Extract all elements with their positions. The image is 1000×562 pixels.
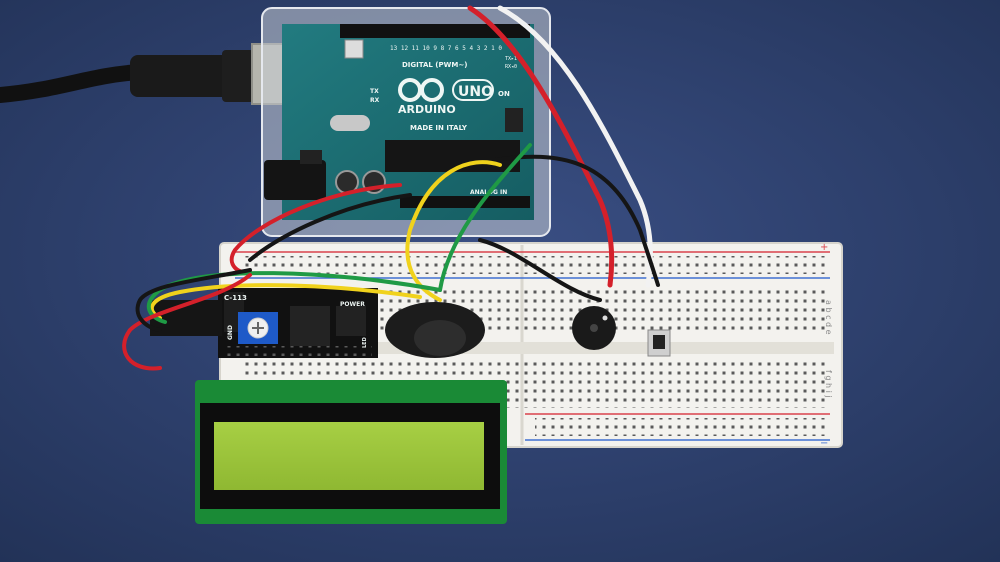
atmega-chip <box>385 140 520 172</box>
green-wire <box>438 143 532 292</box>
red-wire <box>467 5 615 288</box>
digital-label: DIGITAL (PWM~) <box>402 61 467 69</box>
analog-header <box>400 196 530 208</box>
made-in-label: MADE IN ITALY <box>410 124 468 132</box>
tx-arrow: TX▸1 <box>505 56 517 62</box>
i2c-lcd-module: C-113 POWER LED GND <box>218 288 378 358</box>
row-letters-top: a b c d e <box>824 300 833 335</box>
board-model: UNO <box>458 84 493 100</box>
center-channel <box>228 342 834 354</box>
cr-battery-holder <box>385 302 485 358</box>
row-letters-bottom: f g h i j <box>824 370 833 398</box>
led-label: LED <box>362 337 368 348</box>
lcd-16x2-display <box>195 380 507 524</box>
plus-sign: + <box>820 242 828 253</box>
part-label: C-113 <box>224 294 247 302</box>
dc-power-jack <box>264 160 326 200</box>
lcd-screen <box>214 422 484 490</box>
board-brand: ARDUINO <box>398 103 456 116</box>
rx-label: RX <box>370 97 380 104</box>
digital-header <box>340 24 530 38</box>
power-label: POWER <box>340 301 365 308</box>
wires <box>122 5 660 371</box>
piezo-buzzer-icon <box>572 306 616 350</box>
pin-numbers: 13 12 11 10 9 8 7 6 5 4 3 2 1 0 <box>390 45 502 52</box>
arduino-infinity-logo-icon <box>398 78 444 102</box>
minus-sign: − <box>820 438 828 449</box>
pcf8574-chip <box>290 306 330 346</box>
crystal <box>330 115 370 131</box>
gnd-label: GND <box>227 325 234 340</box>
rx-arrow: RX◂0 <box>505 64 517 70</box>
tactile-push-button-icon <box>647 329 671 357</box>
on-label: ON <box>498 90 510 98</box>
black-wire <box>493 154 660 287</box>
tx-label: TX <box>370 88 379 95</box>
